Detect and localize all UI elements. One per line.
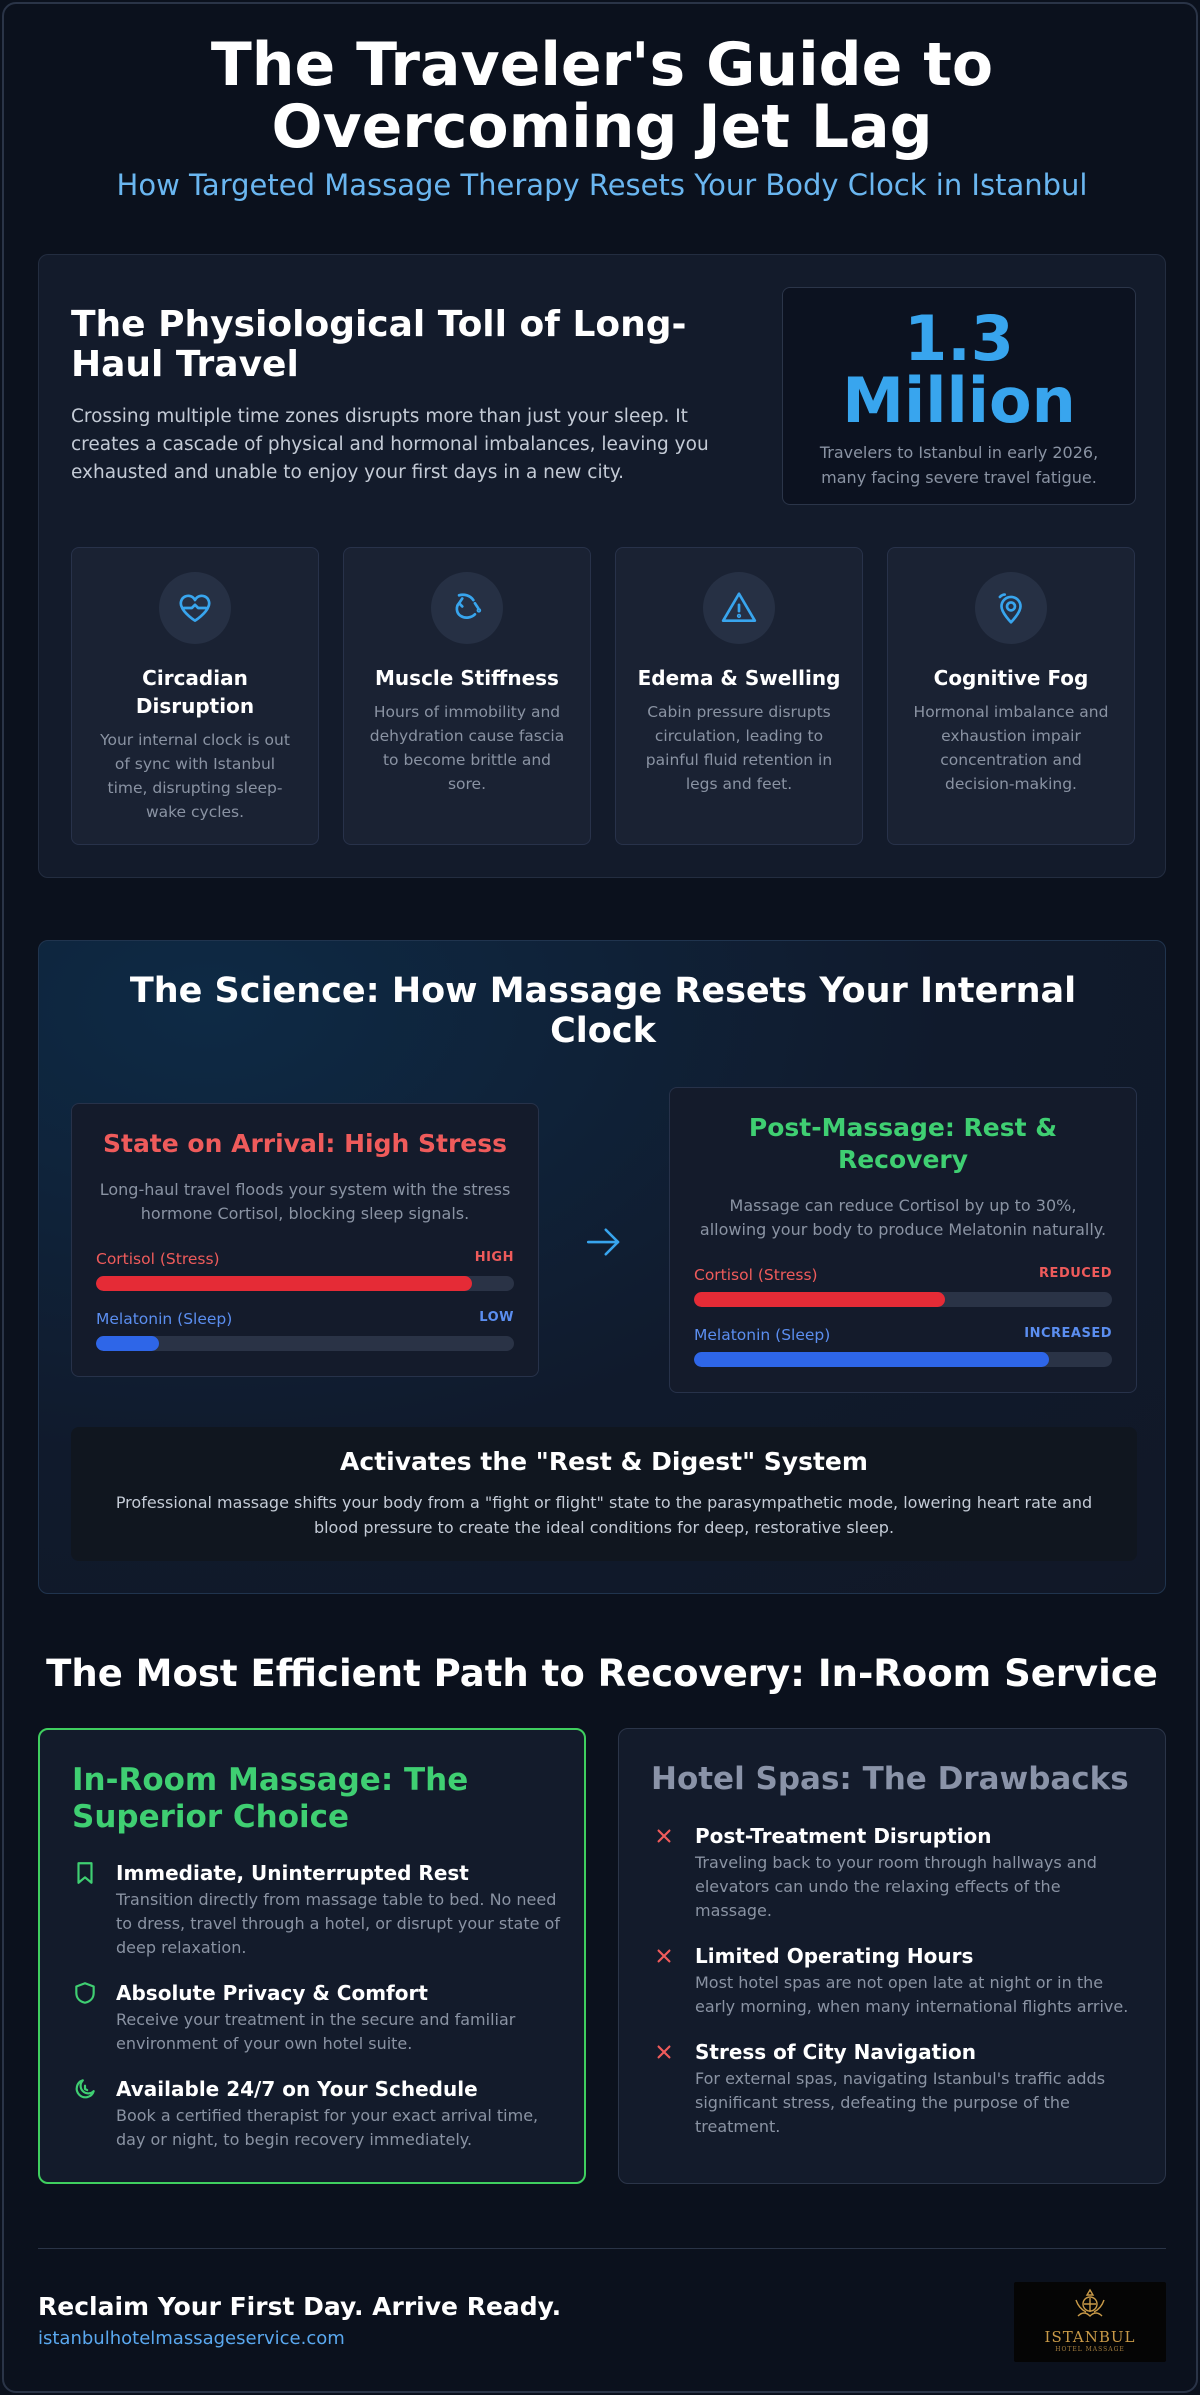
tile-title: Muscle Stiffness (375, 666, 559, 690)
heart-icon (159, 572, 231, 644)
tile-title: Circadian Disruption (135, 666, 255, 718)
meter-label: Melatonin (Sleep) (694, 1326, 831, 1344)
cortisol-meter: Cortisol (Stress) HIGH (96, 1250, 514, 1291)
meter-label: Cortisol (Stress) (96, 1250, 220, 1268)
tile-edema: Edema & Swelling Cabin pressure disrupts… (615, 547, 863, 845)
list-item: Limited Operating Hours Most hotel spas … (651, 1943, 1141, 2019)
x-icon (657, 2045, 671, 2059)
arrow-right-icon (586, 1228, 620, 1256)
footer-divider (38, 2248, 1166, 2249)
item-title: Post-Treatment Disruption (695, 1824, 992, 1848)
arrival-title: State on Arrival: High Stress (102, 1129, 508, 1158)
warning-triangle-icon (703, 572, 775, 644)
meter-fill (694, 1292, 945, 1307)
page-subtitle: How Targeted Massage Therapy Resets Your… (116, 168, 1088, 202)
x-icon (657, 1829, 671, 1843)
tile-text: Hours of immobility and dehydration caus… (369, 703, 565, 793)
list-item: Immediate, Uninterrupted Rest Transition… (72, 1860, 562, 1960)
logo-subtext: HOTEL MASSAGE (1055, 2346, 1125, 2353)
list-item: Absolute Privacy & Comfort Receive your … (72, 1980, 562, 2056)
list-item: Post-Treatment Disruption Traveling back… (651, 1823, 1141, 1923)
activates-text: Professional massage shifts your body fr… (115, 1493, 1093, 1537)
meter-label: Melatonin (Sleep) (96, 1310, 233, 1328)
muscle-icon (431, 572, 503, 644)
stat-description: Travelers to Istanbul in early 2026, man… (819, 443, 1099, 487)
toll-tiles: Circadian Disruption Your internal clock… (71, 547, 1136, 845)
arrival-text: Long-haul travel floods your system with… (99, 1180, 511, 1223)
toll-heading: The Physiological Toll of Long-Haul Trav… (71, 304, 687, 385)
post-text: Massage can reduce Cortisol by up to 30%… (699, 1196, 1107, 1239)
hotel-spa-title: Hotel Spas: The Drawbacks (651, 1761, 1129, 1797)
science-heading: The Science: How Massage Resets Your Int… (129, 971, 1077, 1051)
activates-title: Activates the "Rest & Digest" System (340, 1447, 868, 1476)
tile-title: Edema & Swelling (637, 666, 841, 690)
item-text: Book a certified therapist for your exac… (116, 2106, 539, 2149)
tile-text: Cabin pressure disrupts circulation, lea… (645, 703, 833, 793)
meter-label: Cortisol (Stress) (694, 1266, 818, 1284)
list-item: Available 24/7 on Your Schedule Book a c… (72, 2076, 562, 2152)
melatonin-meter: Melatonin (Sleep) LOW (96, 1310, 514, 1351)
stat-box: 1.3 Million Travelers to Istanbul in ear… (782, 287, 1136, 505)
tile-text: Your internal clock is out of sync with … (100, 731, 290, 821)
toll-section: The Physiological Toll of Long-Haul Trav… (38, 254, 1166, 878)
stat-value: 1.3 Million (842, 302, 1076, 437)
x-icon (657, 1949, 671, 1963)
arrival-panel: State on Arrival: High Stress Long-haul … (71, 1103, 539, 1377)
crest-icon (1075, 2288, 1105, 2317)
science-section: The Science: How Massage Resets Your Int… (38, 940, 1166, 1594)
meter-value: LOW (479, 1310, 514, 1325)
post-title: Post-Massage: Rest & Recovery (748, 1113, 1058, 1174)
meter-value: REDUCED (1039, 1266, 1112, 1281)
item-title: Absolute Privacy & Comfort (116, 1981, 428, 2005)
page-title: The Traveler's Guide to Overcoming Jet L… (210, 30, 994, 162)
melatonin-meter: Melatonin (Sleep) INCREASED (694, 1326, 1112, 1367)
item-text: Traveling back to your room through hall… (695, 1853, 1097, 1920)
tile-muscle: Muscle Stiffness Hours of immobility and… (343, 547, 591, 845)
meter-fill (96, 1276, 473, 1291)
hotel-spa-card: Hotel Spas: The Drawbacks Post-Treatment… (618, 1728, 1166, 2184)
moon-clock-icon (75, 2079, 95, 2099)
brain-location-icon (975, 572, 1047, 644)
item-title: Available 24/7 on Your Schedule (116, 2077, 478, 2101)
tile-title: Cognitive Fog (933, 666, 1089, 690)
item-title: Immediate, Uninterrupted Rest (116, 1861, 469, 1885)
meter-fill (694, 1352, 1050, 1367)
footer-tagline: Reclaim Your First Day. Arrive Ready. (38, 2292, 562, 2321)
in-room-title: In-Room Massage: The Superior Choice (72, 1762, 469, 1835)
item-title: Stress of City Navigation (695, 2040, 976, 2064)
meter-fill (96, 1336, 159, 1351)
meter-value: HIGH (474, 1250, 514, 1265)
tile-circadian: Circadian Disruption Your internal clock… (71, 547, 319, 845)
footer-url-link[interactable]: istanbulhotelmassageservice.com (38, 2328, 345, 2349)
recovery-heading: The Most Efficient Path to Recovery: In-… (46, 1652, 1158, 1695)
activates-box: Activates the "Rest & Digest" System Pro… (71, 1427, 1137, 1561)
item-text: Most hotel spas are not open late at nig… (695, 1973, 1129, 2016)
logo-text: ISTANBUL (1044, 2328, 1136, 2346)
list-item: Stress of City Navigation For external s… (651, 2039, 1141, 2139)
toll-intro: Crossing multiple time zones disrupts mo… (71, 406, 709, 483)
brand-logo: ISTANBUL HOTEL MASSAGE (1014, 2282, 1166, 2362)
shield-icon (75, 1982, 95, 2004)
cortisol-meter: Cortisol (Stress) REDUCED (694, 1266, 1112, 1307)
item-title: Limited Operating Hours (695, 1944, 974, 1968)
in-room-card: In-Room Massage: The Superior Choice Imm… (38, 1728, 586, 2184)
post-massage-panel: Post-Massage: Rest & Recovery Massage ca… (669, 1087, 1137, 1393)
bookmark-icon (77, 1862, 93, 1884)
meter-value: INCREASED (1024, 1326, 1112, 1341)
item-text: For external spas, navigating Istanbul's… (695, 2069, 1106, 2136)
item-text: Transition directly from massage table t… (116, 1890, 560, 1957)
tile-text: Hormonal imbalance and exhaustion impair… (913, 703, 1109, 793)
tile-cognitive: Cognitive Fog Hormonal imbalance and exh… (887, 547, 1135, 845)
header: The Traveler's Guide to Overcoming Jet L… (4, 34, 1200, 202)
item-text: Receive your treatment in the secure and… (116, 2010, 516, 2053)
